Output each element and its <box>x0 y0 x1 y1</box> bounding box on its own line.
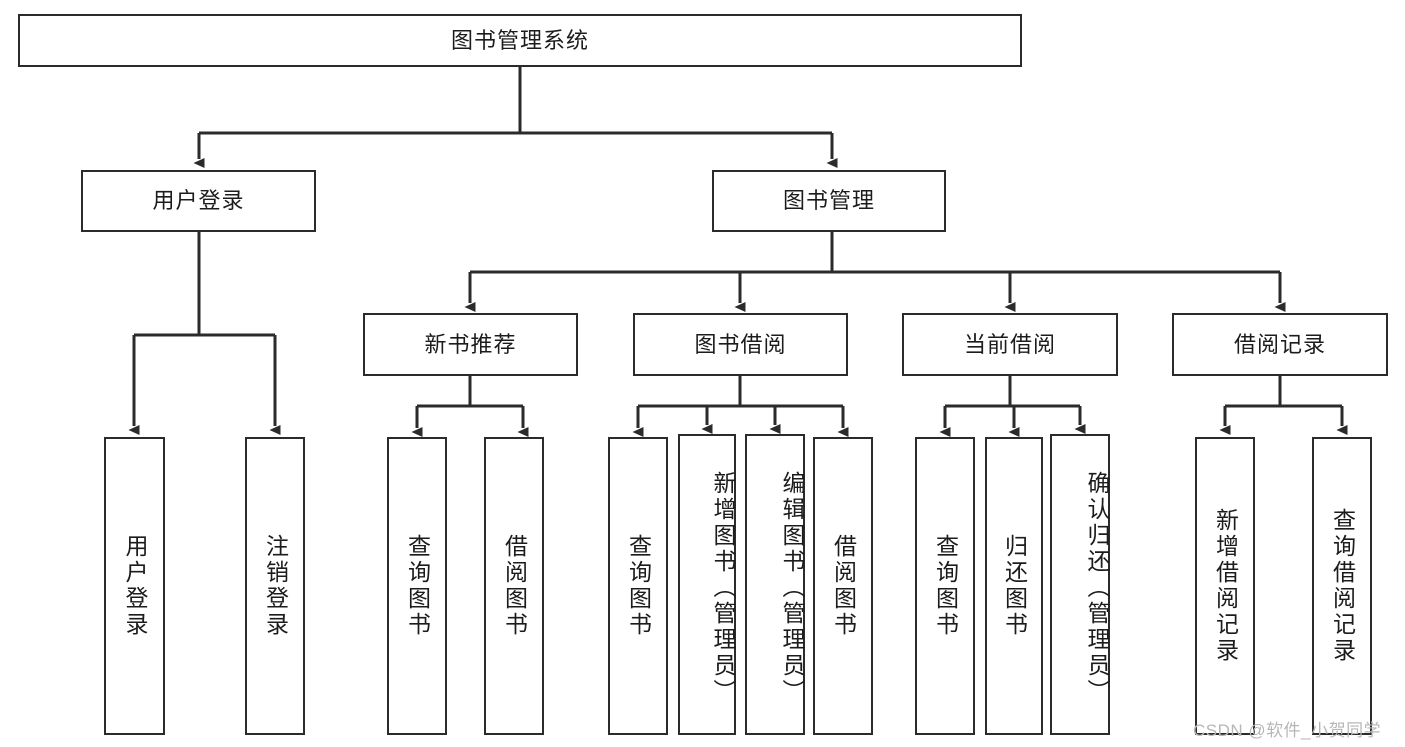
leaf-new-book-query[interactable]: 查询图书 <box>387 437 447 735</box>
leaf-book-borrow-edit-label: 编辑图书（管理员） <box>779 470 805 705</box>
csdn-watermark: CSDN @软件_小贺同学 <box>1193 721 1382 740</box>
leaf-user-login-logout-label: 注销登录 <box>262 534 289 638</box>
leaf-current-borrow-confirm[interactable]: 确认归还（管理员） <box>1050 434 1110 735</box>
node-book-borrow-label: 图书借阅 <box>694 331 787 357</box>
node-new-book-recommend-label: 新书推荐 <box>424 331 517 357</box>
leaf-new-book-query-label: 查询图书 <box>404 534 431 638</box>
leaf-borrow-record-query-label: 查询借阅记录 <box>1329 508 1356 664</box>
leaf-current-borrow-return-label: 归还图书 <box>1001 534 1028 638</box>
leaf-book-borrow-add[interactable]: 新增图书（管理员） <box>678 434 736 735</box>
leaf-user-login-login[interactable]: 用户登录 <box>104 437 165 735</box>
node-borrow-record[interactable]: 借阅记录 <box>1172 313 1388 376</box>
leaf-user-login-login-label: 用户登录 <box>122 534 148 638</box>
leaf-book-borrow-query[interactable]: 查询图书 <box>608 437 668 735</box>
leaf-new-book-borrow[interactable]: 借阅图书 <box>484 437 544 735</box>
node-user-login[interactable]: 用户登录 <box>81 170 316 232</box>
node-book-borrow[interactable]: 图书借阅 <box>633 313 848 376</box>
node-borrow-record-label: 借阅记录 <box>1233 331 1326 357</box>
leaf-book-borrow-query-label: 查询图书 <box>625 534 652 638</box>
leaf-user-login-logout[interactable]: 注销登录 <box>245 437 305 735</box>
leaf-borrow-record-query[interactable]: 查询借阅记录 <box>1312 437 1372 735</box>
node-book-manage[interactable]: 图书管理 <box>712 170 946 232</box>
node-root-label: 图书管理系统 <box>450 27 589 53</box>
leaf-borrow-record-add-label: 新增借阅记录 <box>1212 508 1239 664</box>
leaf-current-borrow-query-label: 查询图书 <box>932 534 959 638</box>
leaf-current-borrow-query[interactable]: 查询图书 <box>915 437 975 735</box>
node-current-borrow[interactable]: 当前借阅 <box>902 313 1118 376</box>
node-root[interactable]: 图书管理系统 <box>18 14 1022 67</box>
leaf-current-borrow-confirm-label: 确认归还（管理员） <box>1084 470 1110 705</box>
node-new-book-recommend[interactable]: 新书推荐 <box>363 313 578 376</box>
node-current-borrow-label: 当前借阅 <box>963 331 1056 357</box>
leaf-book-borrow-add-label: 新增图书（管理员） <box>710 470 736 705</box>
leaf-book-borrow-edit[interactable]: 编辑图书（管理员） <box>745 434 805 735</box>
leaf-book-borrow-borrow-label: 借阅图书 <box>830 534 857 638</box>
leaf-new-book-borrow-label: 借阅图书 <box>501 534 528 638</box>
node-user-login-label: 用户登录 <box>152 188 245 214</box>
node-book-manage-label: 图书管理 <box>782 188 875 214</box>
leaf-book-borrow-borrow[interactable]: 借阅图书 <box>813 437 873 735</box>
leaf-borrow-record-add[interactable]: 新增借阅记录 <box>1195 437 1255 735</box>
leaf-current-borrow-return[interactable]: 归还图书 <box>985 437 1043 735</box>
